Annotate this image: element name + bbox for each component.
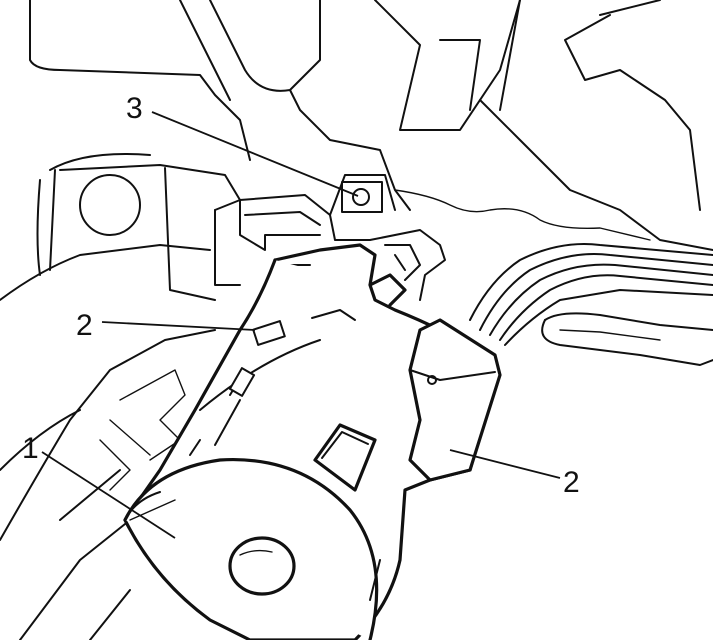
callout-label-1: 1 bbox=[22, 432, 39, 465]
leader-line-2-right bbox=[449, 449, 561, 479]
leader-line-1 bbox=[41, 451, 176, 539]
callout-label-3: 3 bbox=[126, 92, 143, 125]
lock-cylinder-mount bbox=[214, 174, 446, 301]
callout-labels: 1 2 2 3 bbox=[22, 92, 580, 499]
callout-leaders bbox=[41, 111, 561, 539]
callout-label-2-left: 2 bbox=[76, 309, 93, 342]
leader-line-3 bbox=[151, 111, 359, 197]
ignition-switch-body bbox=[123, 243, 502, 640]
leader-line-2-left bbox=[101, 321, 256, 331]
callout-label-2-right: 2 bbox=[563, 466, 580, 499]
